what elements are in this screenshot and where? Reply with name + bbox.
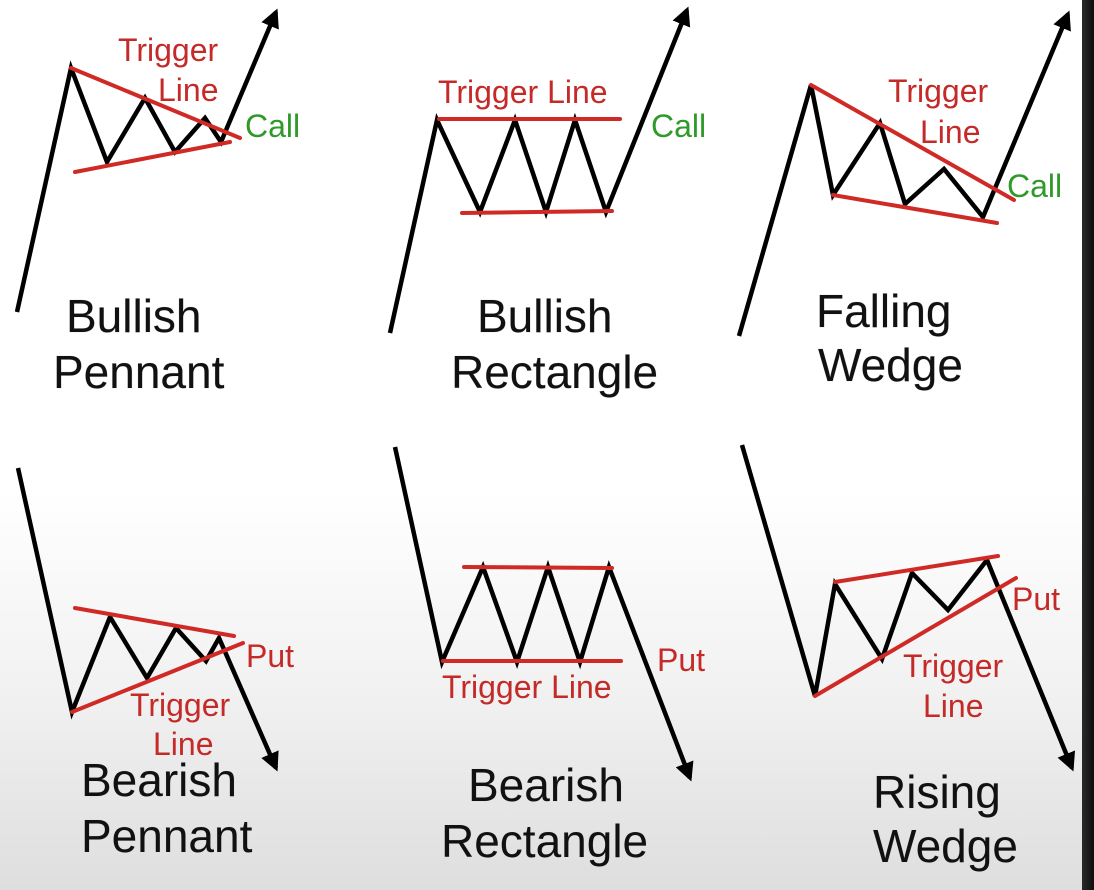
call-signal-label: Call bbox=[1007, 168, 1062, 204]
window-edge bbox=[1082, 0, 1094, 890]
pattern-title-line2: Rectangle bbox=[451, 346, 658, 398]
lower-trigger-line bbox=[70, 641, 245, 714]
call-signal-label: Call bbox=[245, 108, 300, 144]
price-line bbox=[387, 6, 691, 334]
trigger-label-line2: Line bbox=[153, 726, 214, 762]
upper-resistance-line bbox=[462, 565, 614, 570]
upper-trend-line bbox=[73, 606, 236, 638]
pattern-bearish-rectangle: Trigger Line Put Bearish Rectangle bbox=[392, 446, 705, 867]
pattern-title: Bearish bbox=[81, 754, 237, 806]
call-signal-label: Call bbox=[651, 108, 706, 144]
lower-trend-line bbox=[831, 193, 999, 225]
put-signal-label: Put bbox=[1012, 581, 1060, 617]
pattern-title-line2: Rectangle bbox=[441, 815, 648, 867]
trigger-label-line2: Line bbox=[923, 688, 984, 724]
pattern-title-line2: Pennant bbox=[81, 810, 253, 862]
trigger-label: Trigger Line bbox=[438, 74, 608, 110]
pattern-title: Bullish bbox=[66, 290, 202, 342]
pattern-bullish-rectangle: Trigger Line Call Bullish Rectangle bbox=[387, 6, 706, 398]
pattern-rising-wedge: Trigger Line Put Rising Wedge bbox=[739, 444, 1076, 872]
trigger-label: Trigger Line bbox=[442, 669, 612, 705]
price-line bbox=[14, 8, 279, 313]
upper-trigger-line bbox=[809, 83, 1016, 202]
pattern-title-line2: Wedge bbox=[873, 820, 1018, 872]
pattern-title: Rising bbox=[873, 766, 1001, 818]
pattern-falling-wedge: Trigger Line Call Falling Wedge bbox=[736, 10, 1071, 391]
trigger-label: Trigger bbox=[903, 648, 1004, 684]
price-line bbox=[736, 10, 1071, 337]
price-line bbox=[739, 444, 1076, 772]
pattern-title: Falling bbox=[816, 285, 952, 337]
price-line bbox=[392, 446, 694, 782]
trigger-label-line2: Line bbox=[158, 72, 219, 108]
pattern-bearish-pennant: Trigger Line Put Bearish Pennant bbox=[15, 467, 294, 862]
pattern-title: Bullish bbox=[477, 290, 613, 342]
lower-support-line bbox=[460, 209, 614, 215]
pattern-title: Bearish bbox=[468, 759, 624, 811]
pattern-title-line2: Wedge bbox=[818, 339, 963, 391]
pattern-bullish-pennant: Trigger Line Call Bullish Pennant bbox=[14, 8, 300, 398]
pattern-title-line2: Pennant bbox=[53, 346, 225, 398]
put-signal-label: Put bbox=[246, 638, 294, 674]
trigger-label-line2: Line bbox=[920, 114, 981, 150]
lower-trigger-line bbox=[813, 576, 1018, 698]
upper-trend-line bbox=[833, 554, 1000, 584]
trigger-label: Trigger bbox=[118, 32, 219, 68]
put-signal-label: Put bbox=[657, 642, 705, 678]
upper-trigger-line bbox=[69, 66, 242, 140]
trigger-label: Trigger bbox=[888, 73, 989, 109]
price-line bbox=[15, 467, 279, 772]
trigger-label: Trigger bbox=[130, 687, 231, 723]
lower-trend-line bbox=[73, 140, 232, 174]
